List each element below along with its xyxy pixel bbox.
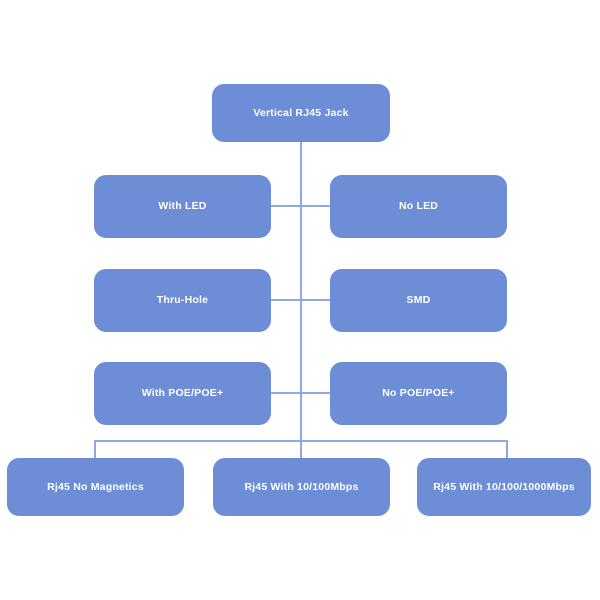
connector-bracket-leg-left bbox=[94, 440, 96, 459]
connector-bracket-leg-middle bbox=[300, 440, 302, 459]
node-with-led[interactable]: With LED bbox=[94, 175, 271, 238]
node-no-led[interactable]: No LED bbox=[330, 175, 507, 238]
node-rj45-no-magnetics[interactable]: Rj45 No Magnetics bbox=[7, 458, 184, 516]
node-with-poe[interactable]: With POE/POE+ bbox=[94, 362, 271, 425]
node-no-poe[interactable]: No POE/POE+ bbox=[330, 362, 507, 425]
connector-bracket-leg-right bbox=[506, 440, 508, 459]
connector-to-smd bbox=[301, 299, 331, 301]
node-rj45-10-100mbps[interactable]: Rj45 With 10/100Mbps bbox=[213, 458, 390, 516]
node-rj45-10-100-1000mbps[interactable]: Rj45 With 10/100/1000Mbps bbox=[417, 458, 591, 516]
connector-main-spine bbox=[300, 142, 302, 442]
connector-to-no-poe bbox=[301, 392, 331, 394]
connector-to-with-led bbox=[271, 205, 301, 207]
node-thru-hole[interactable]: Thru-Hole bbox=[94, 269, 271, 332]
connector-to-no-led bbox=[301, 205, 331, 207]
node-vertical-rj45-jack[interactable]: Vertical RJ45 Jack bbox=[212, 84, 390, 142]
connector-to-thru-hole bbox=[271, 299, 301, 301]
node-smd[interactable]: SMD bbox=[330, 269, 507, 332]
connector-to-with-poe bbox=[271, 392, 301, 394]
